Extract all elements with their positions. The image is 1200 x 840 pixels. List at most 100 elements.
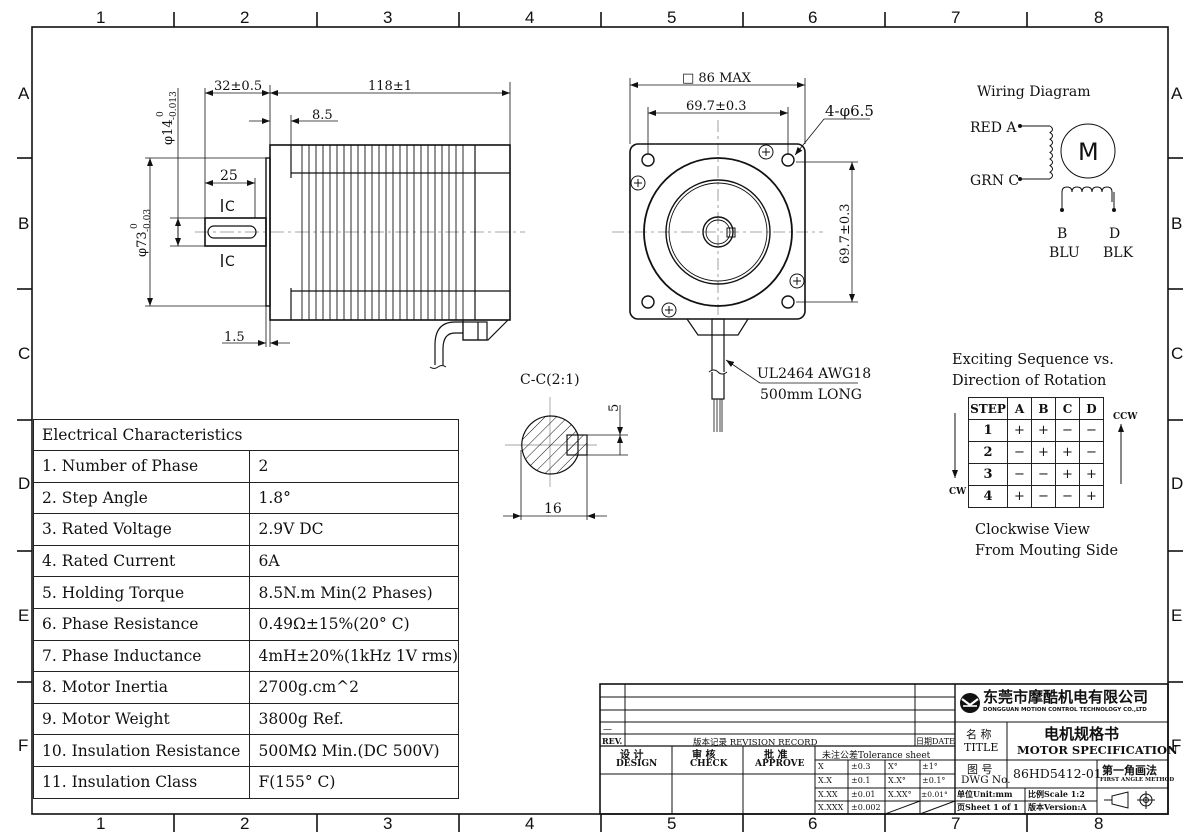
- row-label: B: [1171, 214, 1183, 233]
- cw-label: CW: [949, 487, 967, 497]
- approve-cn: 批 准: [764, 750, 788, 761]
- spec-value: 500MΩ Min.(DC 500V): [249, 734, 459, 767]
- spec-value: 2.9V DC: [249, 513, 459, 546]
- col-label: 7: [951, 814, 961, 833]
- exciting-sequence-table: STEP A B C D 1 + + − − 2 − + + − 3 − − +…: [968, 397, 1104, 508]
- spec-label: 6. Phase Resistance: [32, 607, 251, 641]
- section-view: [503, 397, 628, 520]
- sequence-note-1: Clockwise View: [975, 522, 1090, 538]
- tol-cell: X: [818, 762, 824, 771]
- row-label: C: [18, 344, 31, 363]
- projection-en: FIRST ANGLE METHOD: [1100, 777, 1175, 783]
- sequence-note-2: From Mouting Side: [975, 543, 1118, 559]
- table-row: 4 + − − +: [968, 485, 1104, 508]
- seq-cell: −: [1079, 441, 1104, 464]
- row-label: D: [1171, 474, 1184, 493]
- seq-cell: +: [1079, 485, 1104, 508]
- col-label: 2: [240, 8, 250, 27]
- seq-cell: +: [1079, 463, 1104, 486]
- col-label: 8: [1094, 8, 1104, 27]
- seq-cell: −: [1031, 485, 1056, 508]
- cable-length: 500mm LONG: [760, 387, 862, 403]
- version-label: 版本Version:A: [1028, 802, 1087, 812]
- section-title: C-C(2:1): [520, 372, 580, 388]
- front-view-labels: □ 86 MAX 69.7±0.3 4-φ6.5 69.7±0.3 UL2464…: [682, 71, 874, 403]
- lead-blk: BLK: [1103, 245, 1134, 261]
- tol-cell: X.XX°: [888, 790, 912, 799]
- dim-shaft-diameter: φ14: [161, 119, 176, 145]
- wiring-title: Wiring Diagram: [977, 84, 1091, 100]
- revision-record: 版本记录 REVISION RECORD: [693, 738, 818, 748]
- tol-cell: ±1°: [922, 762, 938, 771]
- dwg-label-en: DWG No.: [961, 774, 1011, 786]
- lead-red-a: RED A: [970, 120, 1017, 136]
- dim-shaft-length: 32±0.5: [214, 79, 262, 94]
- motor-symbol: M: [1078, 138, 1099, 166]
- seq-cell: +: [1055, 463, 1080, 486]
- row-label: E: [1171, 606, 1183, 625]
- dim-pilot-thickness: 1.5: [224, 330, 245, 345]
- tol-cell: X.X: [818, 776, 832, 785]
- lead-d: D: [1109, 226, 1120, 242]
- section-marker-bottom: C: [225, 254, 235, 270]
- tol-cell: ±0.1°: [922, 776, 946, 785]
- seq-header: C: [1055, 397, 1080, 420]
- spec-label: 8. Motor Inertia: [32, 671, 251, 704]
- dim-shaft-tol-upper: 0: [156, 111, 166, 117]
- dim-key-length: 25: [220, 168, 238, 184]
- company-name-en: DONGGUAN MOTION CONTROL TECHNOLOGY CO.,L…: [983, 707, 1147, 713]
- check-cn: 审 核: [692, 750, 716, 761]
- company-logo: [960, 693, 980, 713]
- sequence-section: Exciting Sequence vs. Direction of Rotat…: [949, 352, 1138, 559]
- approve-en: APPROVE: [755, 759, 805, 769]
- name-label-en: TITLE: [964, 741, 999, 754]
- seq-step: 1: [968, 419, 1008, 442]
- dim-hole-spacing-h: 69.7±0.3: [686, 99, 747, 114]
- dim-overall: □ 86 MAX: [682, 71, 752, 86]
- unit-label: 单位Unit:mm: [957, 789, 1013, 799]
- spec-label: 3. Rated Voltage: [32, 513, 251, 546]
- tolerance-title: 未注公差Tolerance sheet: [822, 751, 931, 761]
- seq-cell: +: [1031, 419, 1056, 442]
- dim-flat-depth: 5: [607, 404, 622, 412]
- wiring-diagram: [1018, 123, 1116, 212]
- sequence-title-1: Exciting Sequence vs.: [952, 352, 1114, 368]
- side-view-dimensions: [145, 82, 511, 347]
- spec-value: 0.49Ω±15%(20° C): [249, 607, 459, 641]
- spec-value: 6A: [249, 544, 459, 578]
- projection-cn: 第一角画法: [1102, 764, 1157, 777]
- col-label: 3: [383, 814, 393, 833]
- spec-label: 11. Insulation Class: [32, 765, 251, 799]
- dim-section-width: 16: [544, 501, 562, 517]
- row-label: B: [18, 214, 30, 233]
- drawing-number: 86HD5412-01: [1013, 766, 1102, 781]
- ccw-label: CCW: [1113, 412, 1138, 422]
- title-cn: 电机规格书: [1044, 725, 1120, 743]
- date-label: 日期DATE: [916, 737, 955, 746]
- spec-label: 5. Holding Torque: [32, 576, 251, 609]
- spec-value: 8.5N.m Min(2 Phases): [249, 576, 459, 609]
- tol-cell: ±0.01°: [921, 790, 948, 799]
- spec-label: 7. Phase Inductance: [32, 639, 251, 673]
- seq-header: A: [1007, 397, 1032, 420]
- first-angle-projection-icon: [1104, 791, 1155, 809]
- design-en: DESIGN: [616, 759, 658, 769]
- spec-label: 9. Motor Weight: [32, 702, 251, 736]
- table-row: 1 + + − −: [968, 419, 1104, 442]
- dim-hole-spacing-v: 69.7±0.3: [838, 203, 853, 264]
- col-label: 6: [808, 8, 818, 27]
- seq-cell: −: [1055, 485, 1080, 508]
- lead-b: B: [1057, 226, 1067, 242]
- front-view: [612, 120, 823, 432]
- tol-cell: ±0.01: [851, 790, 876, 799]
- tol-cell: X.X°: [888, 776, 906, 785]
- col-label: 7: [951, 8, 961, 27]
- col-label: 5: [667, 8, 677, 27]
- seq-header: D: [1079, 397, 1104, 420]
